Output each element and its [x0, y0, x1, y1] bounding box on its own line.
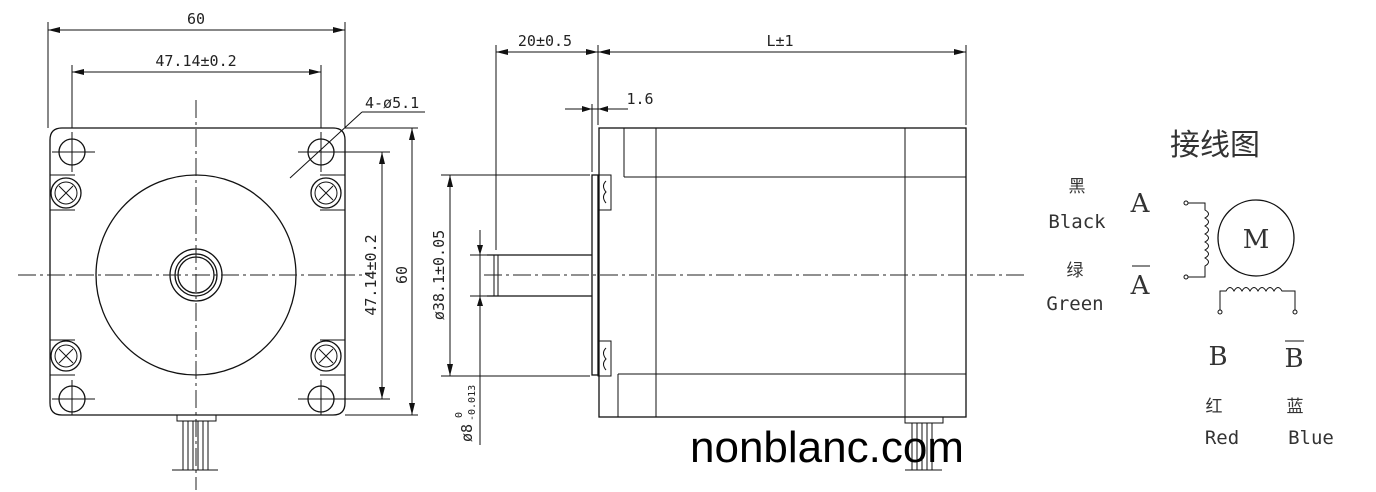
- phase-a-bar-label: A: [1130, 271, 1151, 301]
- front-view: 60 47.14±0.2 4-ø5.1 47.14±0.2 60: [18, 10, 425, 490]
- dim-shaft-tol-lower: -0.013: [467, 385, 478, 421]
- dim-overall-width: 60: [187, 10, 205, 28]
- dim-flange-thickness: 1.6: [626, 90, 653, 108]
- wiring-title: 接线图: [1170, 128, 1260, 163]
- blue-cn-label: 蓝: [1287, 397, 1304, 417]
- coil-a-icon: [1183, 200, 1209, 280]
- screw-icon: [50, 177, 342, 372]
- phase-a-label: A: [1130, 189, 1151, 219]
- dim-shaft-diameter: ø8: [458, 424, 476, 442]
- coil-b-icon: [1217, 287, 1298, 315]
- blue-en-label: Blue: [1288, 427, 1334, 449]
- red-cn-label: 红: [1206, 397, 1223, 417]
- phase-b-label: B: [1208, 342, 1227, 372]
- green-cn-label: 绿: [1067, 261, 1084, 281]
- green-en-label: Green: [1046, 293, 1103, 315]
- motor-icon: [1217, 199, 1295, 277]
- phase-b-bar-label: B: [1284, 344, 1303, 374]
- dim-pilot-diameter: ø38.1±0.05: [430, 230, 448, 320]
- dim-body-length: L±1: [766, 32, 793, 50]
- dim-hole-spacing: 47.14±0.2: [155, 52, 236, 70]
- black-en-label: Black: [1048, 211, 1106, 233]
- dim-mount-holes: 4-ø5.1: [365, 94, 419, 112]
- dim-shaft-length: 20±0.5: [518, 32, 572, 50]
- watermark: nonblanc.com: [690, 423, 964, 472]
- red-en-label: Red: [1205, 427, 1239, 449]
- black-cn-label: 黑: [1069, 177, 1086, 197]
- side-view: 20±0.5 L±1 1.6 ø38.1±0.05 ø8 0 -0.013: [430, 32, 1025, 471]
- wiring-diagram: 接线图 黑 Black 绿 Green A A M B B 红 Red 蓝 Bl…: [1046, 128, 1333, 449]
- motor-label: M: [1243, 225, 1270, 255]
- dim-vertical-hole-spacing: 47.14±0.2: [362, 234, 380, 315]
- dim-overall-height: 60: [393, 266, 411, 284]
- dim-shaft-tol-upper: 0: [454, 412, 465, 418]
